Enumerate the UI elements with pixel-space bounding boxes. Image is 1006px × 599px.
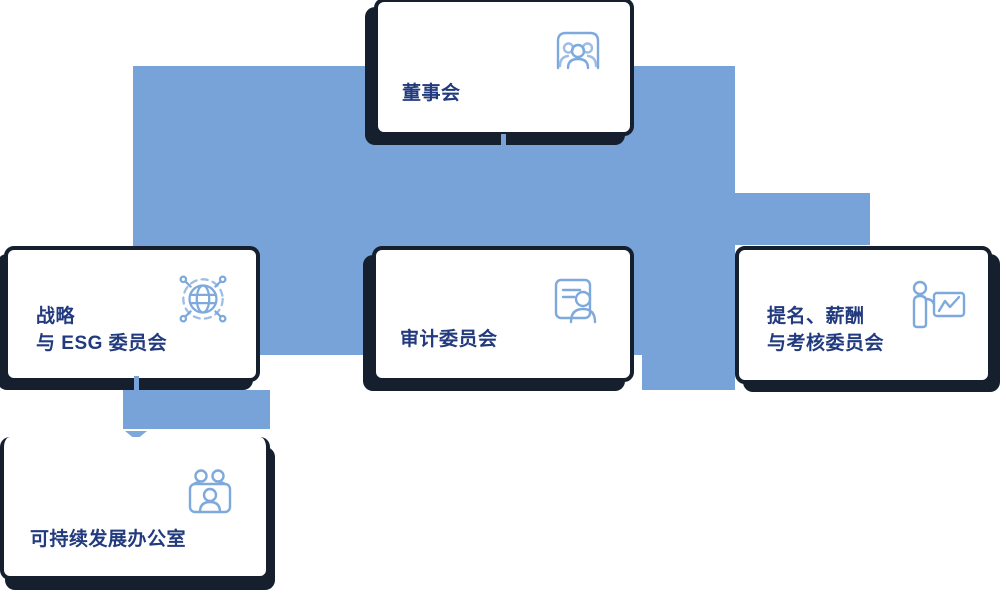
node-label: 提名、薪酬 与考核委员会 [767,306,885,355]
arrow-down-icon [125,431,147,440]
node-label: 董事会 [402,83,461,105]
presenter-chart-icon [908,280,968,330]
node-sustainability-office: 可持续发展办公室 [0,437,270,580]
connector-esg-stub [134,376,139,392]
id-card-person-icon [552,276,602,324]
connector-board-stub [501,134,506,150]
node-label: 战略 与 ESG 委员会 [36,306,168,355]
node-label: 可持续发展办公室 [30,529,187,551]
node-board: 董事会 [374,0,634,136]
meeting-icon [552,26,604,70]
team-meeting-icon [184,467,236,517]
connector-left-drop [123,390,270,429]
node-audit-committee: 审计委员会 [372,246,634,382]
connector-right-drop [642,300,735,390]
globe-network-icon [174,270,232,328]
connector-right-arm [735,193,870,245]
node-label: 审计委员会 [400,329,498,351]
node-nomination-remuneration-assessment-committee: 提名、薪酬 与考核委员会 [735,246,992,384]
node-strategy-esg-committee: 战略 与 ESG 委员会 [4,246,260,382]
